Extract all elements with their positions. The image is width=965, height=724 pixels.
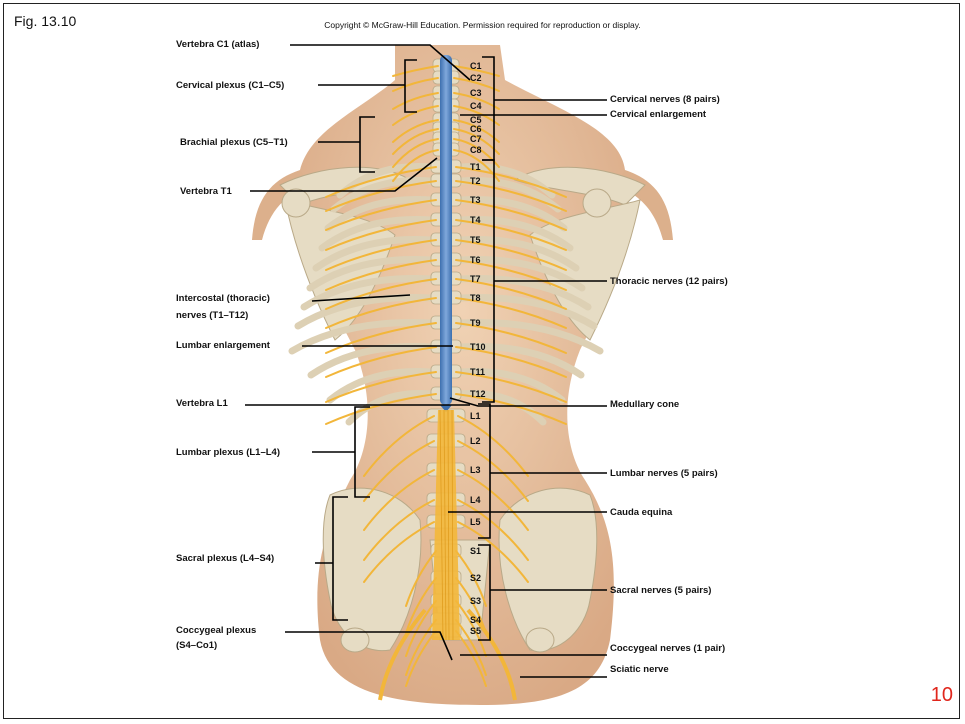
label-cervical-enlargement: Cervical enlargement <box>610 109 707 120</box>
label-coccygeal-plexus-line1: Coccygeal plexus <box>176 625 256 636</box>
segment-label-l1: L1 <box>470 411 481 421</box>
label-lumbar-enlargement: Lumbar enlargement <box>176 340 271 351</box>
segment-label-s4: S4 <box>470 615 481 625</box>
label-vertebra-c1: Vertebra C1 (atlas) <box>176 39 259 50</box>
label-vertebra-l1: Vertebra L1 <box>176 398 228 409</box>
label-sacral-plexus: Sacral plexus (L4–S4) <box>176 553 274 564</box>
segment-label-t1: T1 <box>470 162 481 172</box>
segment-label-t7: T7 <box>470 274 481 284</box>
segment-label-c1: C1 <box>470 61 482 71</box>
label-coccygeal-nerves: Coccygeal nerves (1 pair) <box>610 643 725 654</box>
spinal-cord <box>440 55 452 412</box>
segment-label-s1: S1 <box>470 546 481 556</box>
label-sciatic-nerve: Sciatic nerve <box>610 664 669 675</box>
segment-label-t11: T11 <box>470 367 485 377</box>
segment-label-l3: L3 <box>470 465 481 475</box>
left-label-group: Vertebra C1 (atlas) Cervical plexus (C1–… <box>176 39 288 651</box>
segment-label-t5: T5 <box>470 235 481 245</box>
segment-label-t8: T8 <box>470 293 481 303</box>
segment-label-c4: C4 <box>470 101 482 111</box>
label-coccygeal-plexus-line2: (S4–Co1) <box>176 640 217 651</box>
segment-label-t12: T12 <box>470 389 486 399</box>
segment-label-s3: S3 <box>470 596 481 606</box>
segment-label-t9: T9 <box>470 318 481 328</box>
label-intercostal-line2: nerves (T1–T12) <box>176 310 248 321</box>
segment-label-t6: T6 <box>470 255 481 265</box>
label-medullary-cone: Medullary cone <box>610 399 679 410</box>
segment-label-c6: C6 <box>470 124 482 134</box>
label-lumbar-nerves: Lumbar nerves (5 pairs) <box>610 468 718 479</box>
segment-label-t3: T3 <box>470 195 481 205</box>
label-lumbar-plexus: Lumbar plexus (L1–L4) <box>176 447 280 458</box>
label-sacral-nerves: Sacral nerves (5 pairs) <box>610 585 711 596</box>
segment-label-l2: L2 <box>470 436 481 446</box>
label-intercostal-line1: Intercostal (thoracic) <box>176 293 270 304</box>
label-brachial-plexus: Brachial plexus (C5–T1) <box>180 137 288 148</box>
segment-label-l4: L4 <box>470 495 481 505</box>
segment-label-t10: T10 <box>470 342 486 352</box>
label-cervical-nerves: Cervical nerves (8 pairs) <box>610 94 720 105</box>
segment-label-c8: C8 <box>470 145 482 155</box>
label-cauda-equina: Cauda equina <box>610 507 673 518</box>
segment-label-c2: C2 <box>470 73 482 83</box>
segment-label-c3: C3 <box>470 88 482 98</box>
segment-label-s5: S5 <box>470 626 481 636</box>
label-thoracic-nerves: Thoracic nerves (12 pairs) <box>610 276 728 287</box>
label-vertebra-t1: Vertebra T1 <box>180 186 232 197</box>
label-cervical-plexus: Cervical plexus (C1–C5) <box>176 80 284 91</box>
segment-label-c7: C7 <box>470 134 482 144</box>
segment-label-t4: T4 <box>470 215 481 225</box>
segment-label-l5: L5 <box>470 517 481 527</box>
segment-label-t2: T2 <box>470 176 481 186</box>
segment-label-s2: S2 <box>470 573 481 583</box>
